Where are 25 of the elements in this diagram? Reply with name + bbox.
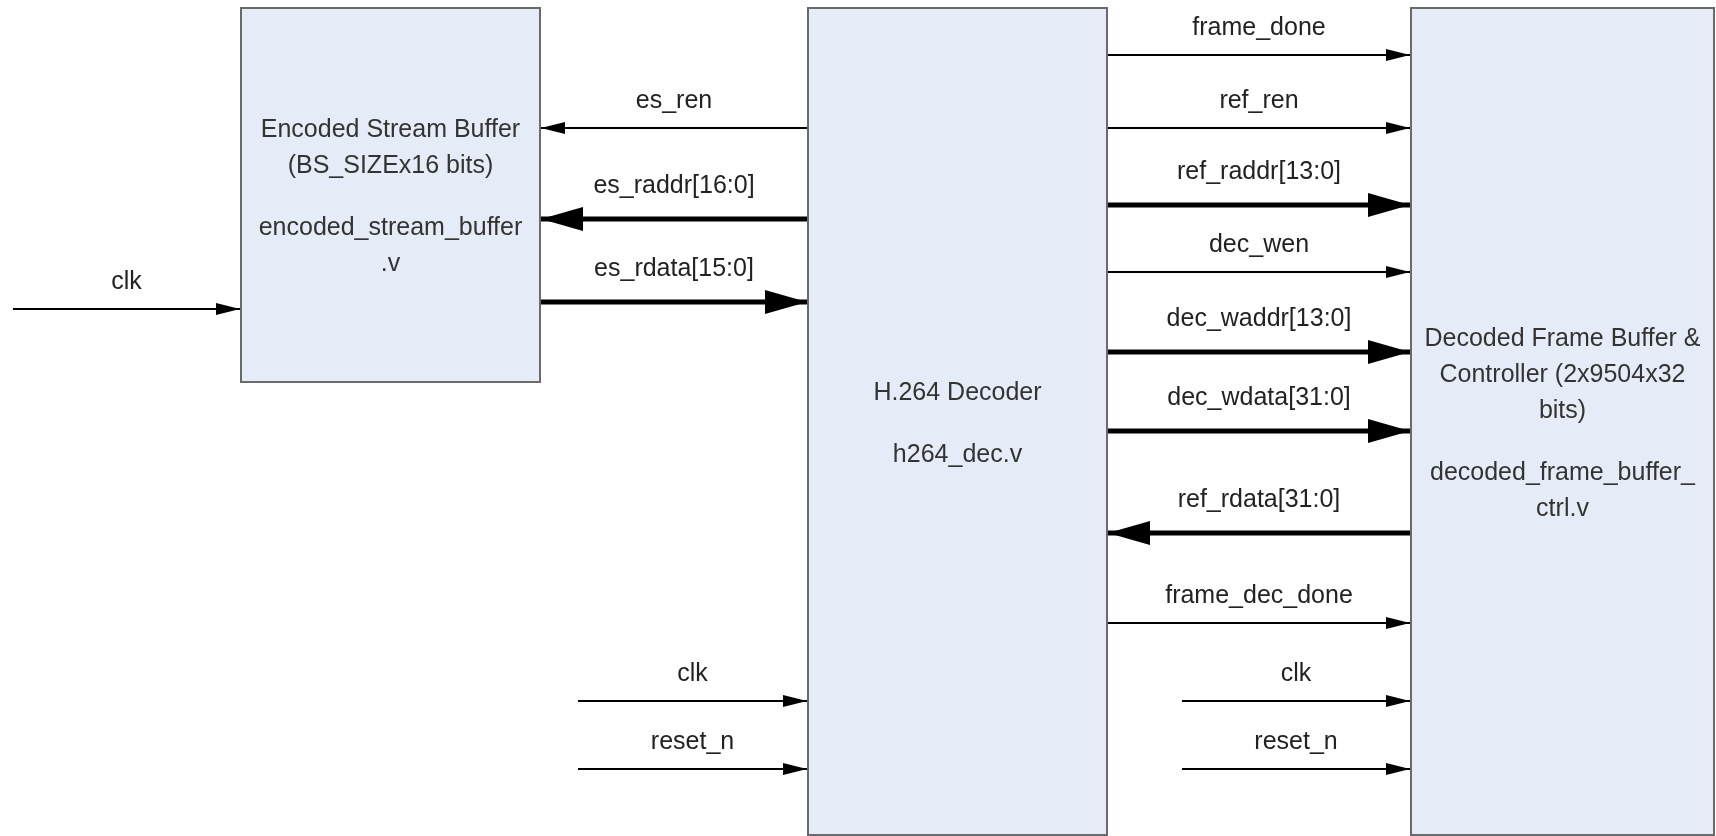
signal-arrow (1108, 193, 1410, 217)
signal-arrow (541, 290, 807, 314)
module-title: Encoded Stream Buffer (BS_SIZEx16 bits) (259, 113, 522, 180)
signal-arrow (577, 695, 808, 707)
signal-arrow (1108, 419, 1410, 443)
module-box (240, 7, 541, 383)
signal-arrow (1107, 266, 1411, 278)
signal-arrow (577, 763, 808, 775)
file-name: decoded_frame_buffer_ctrl.v (1429, 455, 1697, 523)
signal-arrow (540, 122, 808, 134)
signal-arrow (1107, 122, 1411, 134)
signal-arrow (1107, 617, 1411, 629)
module-title: Decoded Frame Buffer & Controller (2x9504x32 bits) (1424, 321, 1701, 425)
signal-arrow (1108, 521, 1410, 545)
signal-arrow (1107, 49, 1411, 61)
signal-arrow (12, 303, 241, 315)
signal-arrow (1108, 340, 1410, 364)
file-name: h264_dec.v (892, 437, 1023, 469)
signal-arrow (1181, 695, 1411, 707)
module-box (807, 7, 1108, 836)
signal-arrow (1181, 763, 1411, 775)
module-box (1410, 7, 1715, 836)
file-name: encoded_stream_buffer.v (257, 211, 524, 278)
module-title: H.264 Decoder (873, 375, 1042, 407)
signal-arrow (541, 207, 807, 231)
